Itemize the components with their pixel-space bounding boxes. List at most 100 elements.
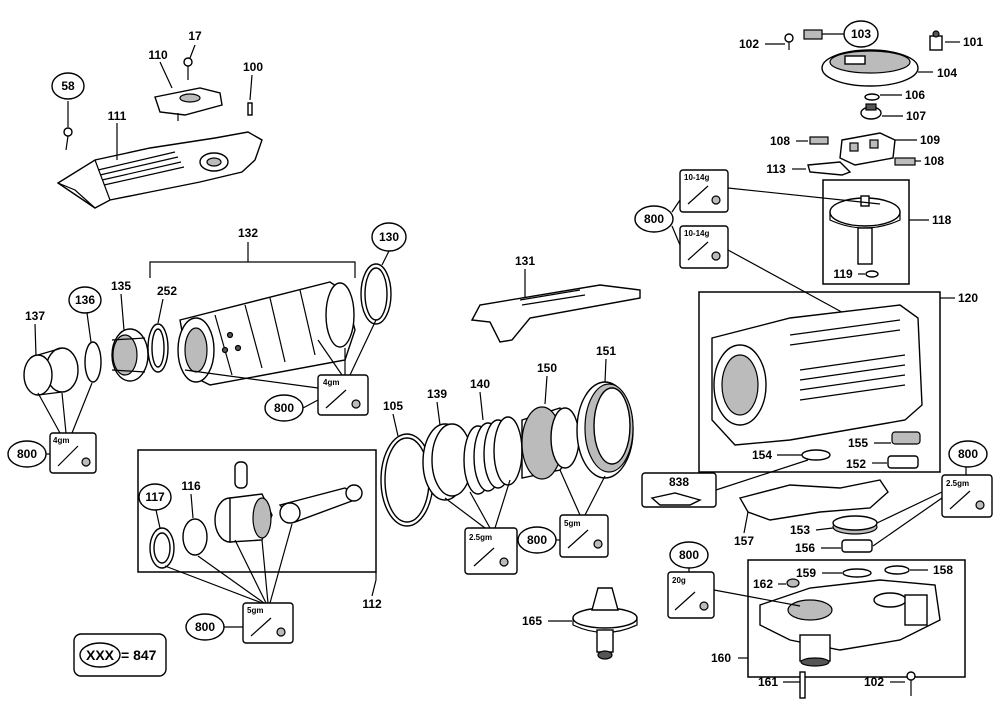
label-161: 161 bbox=[758, 675, 778, 689]
label-118: 118 bbox=[932, 213, 952, 227]
label-108-right: 108 bbox=[924, 154, 944, 168]
label-110: 110 bbox=[148, 48, 168, 62]
label-103: 103 bbox=[851, 27, 871, 41]
part-152 bbox=[887, 455, 919, 469]
svg-text:800: 800 bbox=[679, 548, 699, 562]
oring-106 bbox=[864, 93, 880, 101]
pin-100 bbox=[247, 102, 253, 116]
label-102-bottom: 102 bbox=[864, 675, 884, 689]
gear-case-160 bbox=[759, 579, 941, 667]
label-104: 104 bbox=[937, 66, 957, 80]
label-158: 158 bbox=[933, 563, 953, 577]
part-101 bbox=[929, 30, 943, 51]
part-103 bbox=[803, 29, 823, 40]
legend-xxx: XXX bbox=[86, 647, 115, 663]
label-151: 151 bbox=[596, 344, 616, 358]
svg-text:4gm: 4gm bbox=[323, 378, 339, 387]
label-113: 113 bbox=[766, 162, 786, 176]
legend-text: = 847 bbox=[121, 647, 157, 663]
grease-callout-piston: 800 5gm bbox=[164, 523, 294, 644]
grease-callout-gear: 800 10-14g 10-14g bbox=[634, 169, 881, 323]
label-162: 162 bbox=[753, 577, 773, 591]
label-838: 838 bbox=[669, 475, 689, 489]
bearing-150 bbox=[521, 406, 580, 480]
label-160: 160 bbox=[711, 651, 731, 665]
label-150: 150 bbox=[537, 361, 557, 375]
label-137: 137 bbox=[25, 309, 45, 323]
ring-136 bbox=[84, 341, 102, 383]
svg-text:800: 800 bbox=[17, 447, 37, 461]
label-17: 17 bbox=[188, 29, 202, 43]
legend-oval bbox=[79, 642, 121, 668]
bearing-155 bbox=[891, 431, 921, 445]
label-139: 139 bbox=[427, 387, 447, 401]
callout-117 bbox=[138, 483, 172, 511]
spring-108-left bbox=[809, 136, 829, 145]
part-104 bbox=[821, 49, 919, 87]
label-120: 120 bbox=[958, 291, 978, 305]
svg-text:800: 800 bbox=[958, 447, 978, 461]
callout-136 bbox=[68, 286, 102, 314]
svg-text:800: 800 bbox=[644, 212, 664, 226]
bearing-154 bbox=[801, 449, 831, 461]
pin-161 bbox=[799, 671, 806, 699]
label-130: 130 bbox=[379, 230, 399, 244]
label-140: 140 bbox=[470, 377, 490, 391]
grease-callout-barrel: 800 4gm bbox=[184, 319, 377, 422]
label-135: 135 bbox=[111, 279, 131, 293]
callout-103 bbox=[843, 20, 879, 48]
screw-102-top bbox=[784, 33, 794, 50]
svg-text:10-14g: 10-14g bbox=[684, 173, 709, 182]
label-109: 109 bbox=[920, 133, 940, 147]
bearing-159 bbox=[842, 568, 872, 578]
part-156 bbox=[841, 539, 873, 553]
label-156: 156 bbox=[795, 541, 815, 555]
piston-pin bbox=[234, 461, 248, 489]
part-137 bbox=[23, 347, 79, 396]
label-252: 252 bbox=[157, 284, 177, 298]
label-152: 152 bbox=[846, 457, 866, 471]
part-162 bbox=[786, 578, 800, 588]
barrel-132 bbox=[177, 281, 356, 386]
label-105: 105 bbox=[383, 399, 403, 413]
label-107: 107 bbox=[906, 109, 926, 123]
label-136: 136 bbox=[75, 293, 95, 307]
label-116: 116 bbox=[181, 479, 201, 493]
grease-callout-spring: 2.5gm bbox=[444, 479, 518, 575]
label-58: 58 bbox=[61, 79, 75, 93]
box-112 bbox=[137, 449, 377, 573]
part-135 bbox=[111, 328, 149, 382]
spring-108-right bbox=[894, 157, 916, 166]
label-154: 154 bbox=[752, 448, 772, 462]
svg-text:2.5gm: 2.5gm bbox=[946, 479, 969, 488]
svg-text:4gm: 4gm bbox=[53, 436, 69, 445]
screw-58 bbox=[63, 127, 73, 151]
ring-119 bbox=[865, 270, 879, 278]
part-109 bbox=[839, 132, 896, 166]
svg-text:5gm: 5gm bbox=[564, 519, 580, 528]
label-102-top: 102 bbox=[739, 37, 759, 51]
label-153: 153 bbox=[790, 523, 810, 537]
bearing-151 bbox=[576, 381, 634, 479]
cover-grille bbox=[97, 151, 185, 186]
label-155: 155 bbox=[848, 436, 868, 450]
svg-text:800: 800 bbox=[195, 620, 215, 634]
svg-text:800: 800 bbox=[274, 401, 294, 415]
gear-165 bbox=[572, 587, 638, 660]
housing-120 bbox=[711, 304, 923, 446]
label-157: 157 bbox=[734, 534, 754, 548]
svg-text:2.5gm: 2.5gm bbox=[469, 533, 492, 542]
part-113 bbox=[807, 161, 852, 176]
label-132: 132 bbox=[238, 226, 258, 240]
spring-140 bbox=[463, 416, 523, 495]
svg-text:5gm: 5gm bbox=[247, 606, 263, 615]
grease-callout-right: 800 2.5gm bbox=[872, 440, 993, 547]
bearing-158 bbox=[884, 565, 910, 575]
svg-text:10-14g: 10-14g bbox=[684, 229, 709, 238]
grease-callout-bearing: 800 5gm bbox=[517, 469, 609, 558]
label-108-left: 108 bbox=[770, 134, 790, 148]
callout-58 bbox=[51, 72, 85, 100]
box-118 bbox=[822, 179, 910, 285]
screw-17 bbox=[183, 57, 193, 80]
